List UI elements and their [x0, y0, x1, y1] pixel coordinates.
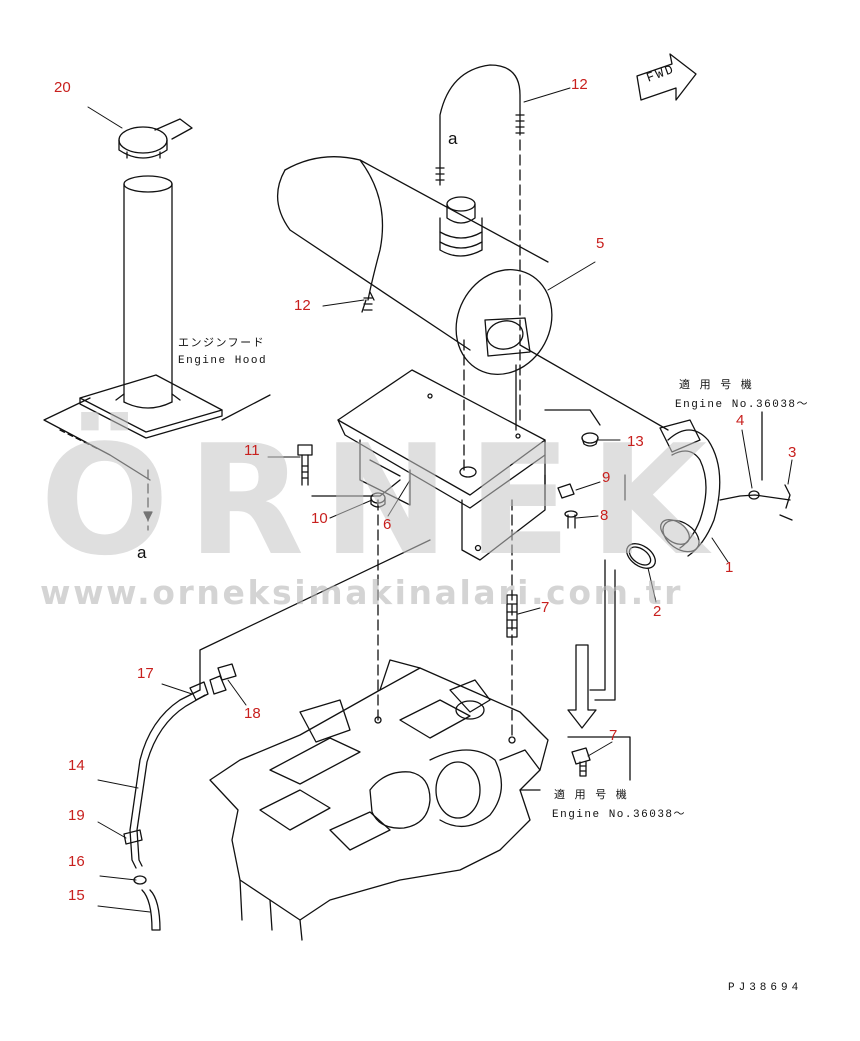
reference-letter-a-bottom: a — [137, 543, 147, 562]
callout-12-side: 12 — [294, 297, 311, 314]
engine-hood-en: Engine Hood — [178, 354, 268, 367]
callout-20: 20 — [54, 79, 71, 96]
callout-17: 17 — [137, 665, 154, 682]
callout-12-top: 12 — [571, 76, 588, 93]
reference-letter-a-top: a — [448, 129, 458, 148]
applicable-jp-lower: 適 用 号 機 — [554, 790, 629, 802]
applicable-engine-note-upper: 適 用 号 機 Engine No.36038～ — [675, 380, 809, 413]
callout-2: 2 — [653, 603, 662, 620]
engine-block — [210, 660, 548, 940]
clip-part-19 — [124, 830, 142, 844]
bolt-part-18 — [210, 664, 236, 694]
callout-7-upper: 7 — [541, 599, 550, 616]
callout-5: 5 — [596, 235, 605, 252]
engine-hood-plate — [44, 375, 270, 480]
engine-hood-jp: エンジンフード — [178, 338, 266, 350]
drawing-code: PJ38694 — [728, 982, 803, 994]
callout-1: 1 — [725, 559, 734, 576]
pipe-part-17 — [190, 682, 208, 700]
callout-18: 18 — [244, 705, 261, 722]
callout-7-lower: 7 — [609, 727, 618, 744]
callout-10: 10 — [311, 510, 328, 527]
callout-19: 19 — [68, 807, 85, 824]
breather-tube-part-14 — [130, 690, 205, 868]
callout-3: 3 — [788, 444, 797, 461]
exhaust-elbow-part-1 — [656, 420, 720, 558]
exhaust-stack-pipe — [116, 176, 180, 408]
applicable-jp-upper: 適 用 号 機 — [679, 380, 754, 392]
u-bolt-part-12-top — [436, 65, 524, 185]
callout-9: 9 — [602, 469, 611, 486]
applicable-engine-note-lower: 適 用 号 機 Engine No.36038～ — [552, 790, 686, 823]
leader-lines — [88, 88, 792, 912]
callout-6: 6 — [383, 516, 392, 533]
cap-part-20 — [119, 119, 192, 158]
engine-hood-note: エンジンフード Engine Hood — [178, 338, 267, 369]
callout-13: 13 — [627, 433, 644, 450]
nut-part-13 — [582, 433, 598, 446]
bolt-part-9 — [558, 484, 577, 528]
callout-11: 11 — [244, 442, 260, 459]
callout-15: 15 — [68, 887, 85, 904]
applicable-en-upper: Engine No.36038～ — [675, 398, 810, 411]
applicable-en-lower: Engine No.36038～ — [552, 808, 687, 821]
callout-8: 8 — [600, 507, 609, 524]
hose-part-15 — [142, 890, 160, 930]
watermark-brand: ÖRNEK — [40, 412, 726, 589]
callout-16: 16 — [68, 853, 85, 870]
stud-bolt-part-7-upper — [507, 595, 517, 637]
watermark-url: www.orneksimakinalari.com.tr — [40, 573, 683, 612]
gasket-part-2 — [622, 539, 660, 574]
callout-14: 14 — [68, 757, 85, 774]
forward-direction-arrow — [637, 54, 696, 100]
nut-part-10 — [371, 493, 385, 507]
bolt-part-7-inset — [572, 748, 590, 776]
muffler-part-5 — [278, 157, 570, 392]
callout-4: 4 — [736, 412, 745, 429]
bolt-part-11 — [298, 445, 312, 485]
